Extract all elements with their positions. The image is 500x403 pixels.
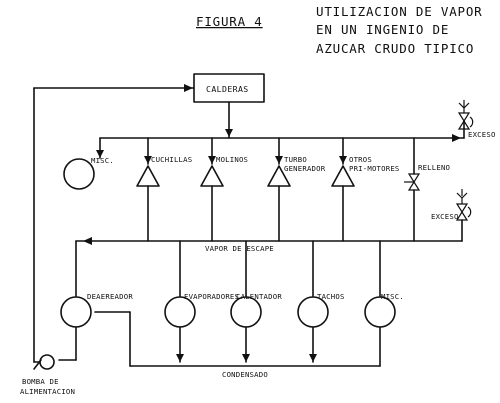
bomba-label-line-1: BOMBA DE [22,377,59,386]
turbo-label-line-1: TURBO [284,155,307,164]
evaporadores-vessel [164,296,196,328]
misc-bottom-label: MISC. [381,292,404,301]
evaporadores-label: EVAPORADORES [184,292,239,301]
misc-bottom-vessel [364,296,396,328]
figure-label: FIGURA 4 [196,14,263,29]
bomba-alimentacion-pump [39,354,55,370]
exceso-mid-valve-icon [455,203,469,214]
relleno-label: RELLENO [418,163,450,172]
molinos-label: MOLINOS [216,155,248,164]
turbo-label-line-2: GENERADOR [284,164,326,173]
exceso-top-label: EXCESO [468,130,496,139]
molinos-turbine-icon [200,165,224,187]
tachos-label: TACHOS [317,292,345,301]
calentador-vessel [230,296,262,328]
bomba-label-line-2: ALIMENTACION [20,387,75,396]
calderas-label: CALDERAS [206,84,249,94]
diagram-title-line-1: UTILIZACION DE VAPOR [316,4,483,19]
cuchillas-turbine-icon [136,165,160,187]
calentador-label: CALENTADOR [236,292,282,301]
otros-label-line-2: PRI-MOTORES [349,164,400,173]
deaereador-vessel [60,296,92,328]
boiler-outlet-arrow [225,129,233,137]
deaereador-label: DEAEREADOR [87,292,133,301]
condensado-label: CONDENSADO [222,370,268,379]
relleno-valve-icon [407,173,421,184]
exceso-top-valve-icon [457,112,471,123]
exceso-mid-label: EXCESO [431,212,459,221]
otros-label-line-1: OTROS [349,155,372,164]
misc-top-label: MISC. [91,156,114,165]
header-arrow-right [452,134,461,142]
diagram-title-line-2: EN UN INGENIO DE [316,22,449,37]
cuchillas-label: CUCHILLAS [151,155,192,164]
exhaust-arrow-left [83,237,92,245]
tachos-vessel [297,296,329,328]
diagram-title-line-3: AZUCAR CRUDO TIPICO [316,41,474,56]
misc-top-consumer [63,158,95,190]
vapor-escape-label: VAPOR DE ESCAPE [205,244,274,253]
